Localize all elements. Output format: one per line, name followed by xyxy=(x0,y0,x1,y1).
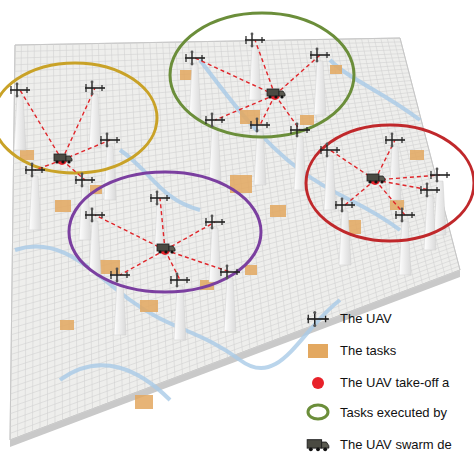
pole xyxy=(339,211,351,265)
legend-ring xyxy=(308,405,328,419)
pole xyxy=(389,146,401,200)
uav-icon xyxy=(205,113,225,128)
swarm-vehicle xyxy=(267,89,285,99)
task-ring xyxy=(170,13,354,137)
pole xyxy=(399,221,411,275)
swarm-vehicle xyxy=(367,174,385,184)
pole xyxy=(29,176,41,230)
task-ring xyxy=(306,125,474,241)
task-ring xyxy=(0,63,157,173)
rivers xyxy=(15,60,420,400)
uav-icon xyxy=(385,133,405,148)
legend-truck xyxy=(307,440,329,452)
pole xyxy=(89,221,101,275)
pole xyxy=(174,286,186,340)
link-line xyxy=(195,58,275,95)
pole xyxy=(209,126,221,180)
link-line xyxy=(260,95,275,125)
uav-icon xyxy=(85,208,105,223)
link-line xyxy=(20,90,62,160)
pole xyxy=(104,146,116,200)
pole xyxy=(294,136,306,190)
uav-icon xyxy=(25,163,45,178)
pole xyxy=(224,278,236,332)
uav-icon xyxy=(310,48,330,63)
legend-label: The UAV swarm de xyxy=(340,437,452,453)
uav-icon xyxy=(335,198,355,213)
legend-label: The UAV take-off a xyxy=(340,375,449,391)
link-line xyxy=(375,180,405,215)
link-line xyxy=(160,198,165,250)
map-grid xyxy=(10,38,460,440)
pole xyxy=(89,94,101,148)
legend-label: The UAV xyxy=(340,311,392,327)
pole xyxy=(189,64,201,118)
link-line xyxy=(95,215,165,250)
grid-lines xyxy=(10,38,460,440)
uav-icon xyxy=(430,168,450,183)
swarm-vehicle xyxy=(54,154,72,164)
link-line xyxy=(120,250,165,275)
uav-icon xyxy=(75,173,95,188)
link-line xyxy=(165,250,180,280)
pole xyxy=(314,61,326,115)
uav-icon xyxy=(395,208,415,223)
link-line xyxy=(62,88,95,160)
uav-icon xyxy=(170,273,190,288)
pole xyxy=(249,46,261,100)
link-line xyxy=(345,180,375,205)
legend-uav-icon xyxy=(307,311,329,327)
dot-swatch xyxy=(312,377,324,389)
pole xyxy=(424,196,436,250)
link-line xyxy=(275,55,320,95)
pole xyxy=(14,96,26,150)
uav-swarms xyxy=(0,13,474,340)
uav-icon xyxy=(250,118,270,133)
swarm-vehicle xyxy=(157,244,175,254)
uav-icon xyxy=(290,123,310,138)
legend-label: Tasks executed by xyxy=(340,405,447,421)
task-ring xyxy=(69,172,261,292)
uav-icon xyxy=(420,183,440,198)
pole xyxy=(324,156,336,210)
uav-icon xyxy=(220,265,240,280)
uav-icon xyxy=(100,133,120,148)
link-line xyxy=(215,95,275,120)
link-line xyxy=(255,40,275,95)
uav-icon xyxy=(10,83,30,98)
uav-icon xyxy=(185,51,205,66)
uav-icon xyxy=(245,33,265,48)
uav-icon xyxy=(150,191,170,206)
pole xyxy=(114,281,126,335)
task-swatch xyxy=(308,344,328,358)
pole xyxy=(209,228,221,282)
map-plane xyxy=(10,38,460,440)
uav-icon xyxy=(85,81,105,96)
pole xyxy=(254,131,266,185)
uav-icon xyxy=(320,143,340,158)
uav-icon xyxy=(205,215,225,230)
legend-label: The tasks xyxy=(340,343,396,359)
uav-icon xyxy=(110,268,130,283)
